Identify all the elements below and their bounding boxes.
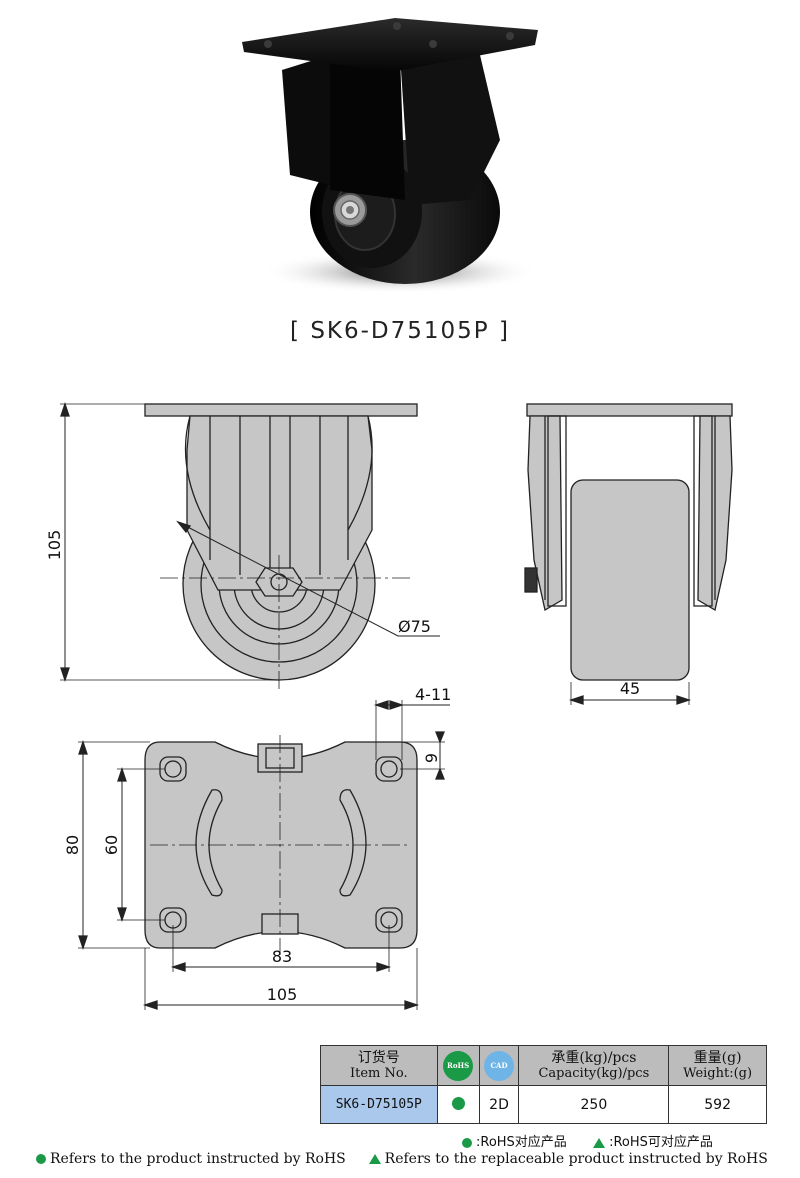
header-weight: 重量(g) Weight:(g) xyxy=(668,1045,767,1086)
spec-table: 订货号 Item No. RoHS CAD 承重(kg)/pcs Capacit… xyxy=(320,1045,767,1124)
caster-product-photo xyxy=(242,18,540,294)
header-weight-en: Weight:(g) xyxy=(683,1065,753,1081)
legend-en: Refers to the product instructed by RoHS… xyxy=(36,1151,768,1167)
dim-wheel-diameter: Ø75 xyxy=(398,617,431,636)
model-title: [ SK6-D75105P ] xyxy=(290,318,510,344)
legend-en-replaceable: Refers to the replaceable product instru… xyxy=(384,1151,768,1167)
header-item-no: 订货号 Item No. xyxy=(320,1045,438,1086)
legend-cn: :RoHS对应产品 :RoHS可对应产品 xyxy=(462,1131,713,1150)
legend-cn-rohs: :RoHS对应产品 xyxy=(476,1135,567,1150)
header-weight-cn: 重量(g) xyxy=(693,1049,742,1066)
cad-badge-icon: CAD xyxy=(484,1050,515,1081)
header-capacity-en: Capacity(kg)/pcs xyxy=(538,1065,650,1081)
legend-en-rohs: Refers to the product instructed by RoHS xyxy=(50,1151,346,1167)
rohs-dot-icon xyxy=(36,1154,46,1164)
header-cad: CAD xyxy=(478,1045,520,1086)
replaceable-triangle-icon xyxy=(593,1137,606,1148)
dim-hole-size: 4-11 xyxy=(415,685,451,704)
cell-weight: 592 xyxy=(668,1085,767,1124)
technical-drawing: 105 Ø75 45 4-11 9 80 60 83 105 xyxy=(45,401,733,1010)
legend-cn-replaceable: :RoHS可对应产品 xyxy=(609,1135,713,1150)
table-row: SK6-D75105P 2D 250 592 xyxy=(320,1085,767,1124)
dim-plate-length: 80 xyxy=(63,835,82,855)
cell-item-no: SK6-D75105P xyxy=(320,1085,438,1124)
rohs-dot-icon xyxy=(451,1096,465,1110)
header-capacity-cn: 承重(kg)/pcs xyxy=(551,1049,637,1066)
dim-hole-offset: 9 xyxy=(422,753,441,763)
side-view xyxy=(524,403,733,705)
rohs-badge-icon: RoHS xyxy=(443,1050,474,1081)
header-item-cn: 订货号 xyxy=(357,1049,400,1066)
dim-hole-spacing-length: 60 xyxy=(102,835,121,855)
dim-hole-spacing-width: 83 xyxy=(272,947,292,966)
front-view xyxy=(60,401,440,690)
header-capacity: 承重(kg)/pcs Capacity(kg)/pcs xyxy=(518,1045,670,1086)
cell-rohs xyxy=(436,1085,480,1124)
cell-cad: 2D xyxy=(478,1085,520,1124)
plate-view xyxy=(78,700,450,1010)
dim-height: 105 xyxy=(45,530,64,561)
rohs-dot-icon xyxy=(462,1137,472,1148)
dim-plate-width: 105 xyxy=(267,985,298,1004)
header-rohs: RoHS xyxy=(436,1045,480,1086)
replaceable-triangle-icon xyxy=(368,1154,381,1164)
dim-wheel-width: 45 xyxy=(620,679,640,698)
cell-capacity: 250 xyxy=(518,1085,670,1124)
header-item-en: Item No. xyxy=(350,1065,408,1081)
